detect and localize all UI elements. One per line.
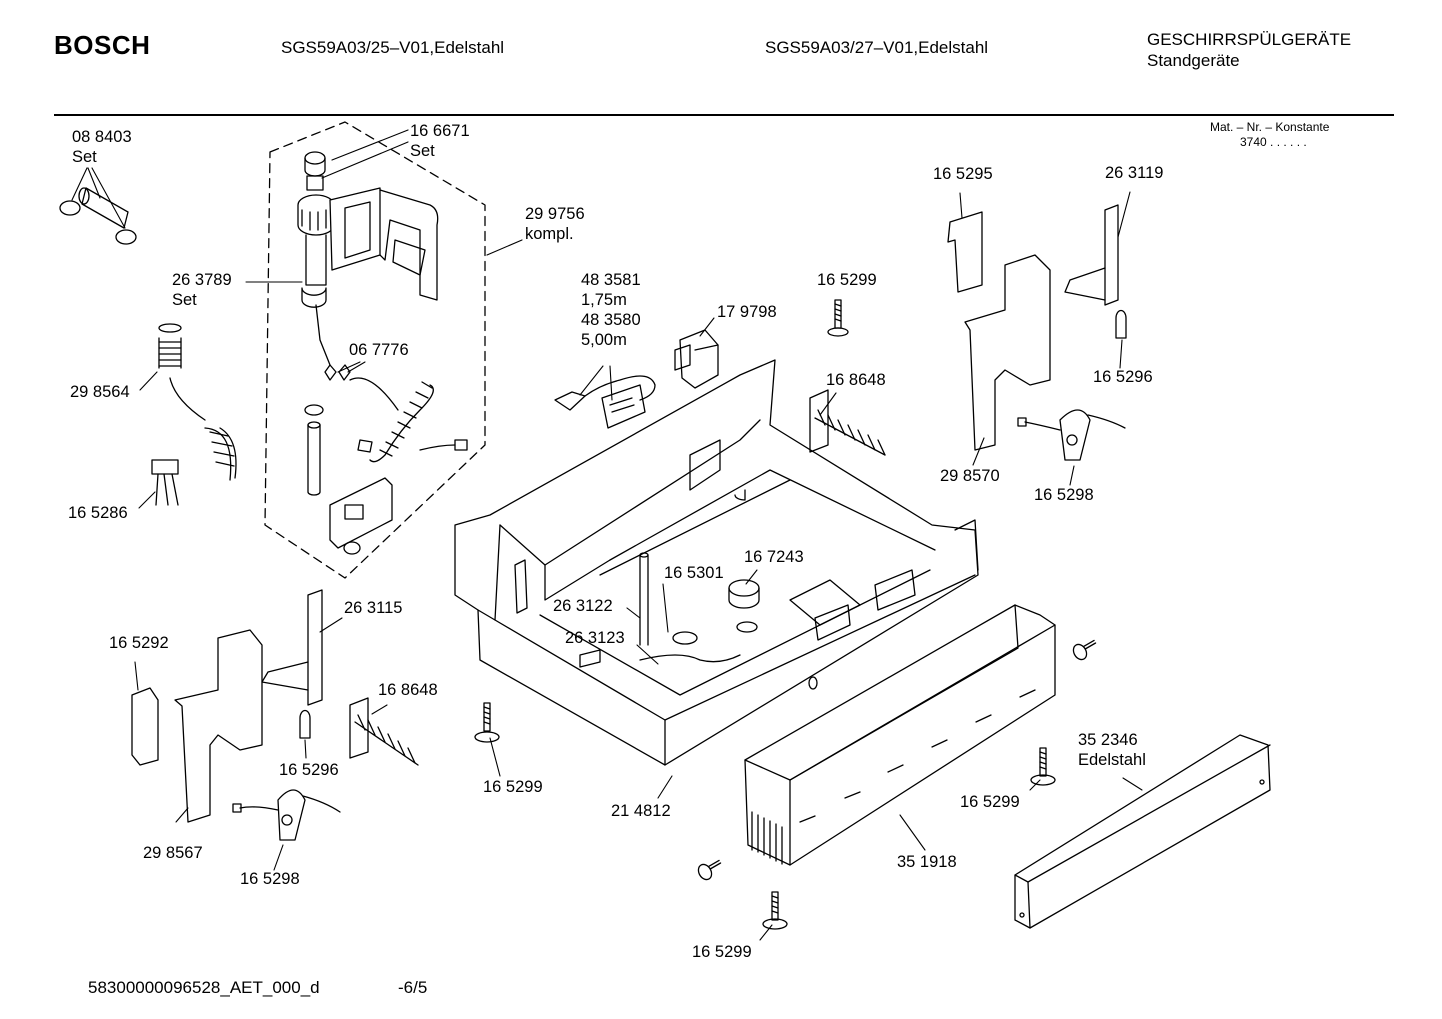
kickboard [745, 605, 1055, 865]
screw-top [828, 300, 848, 336]
material-constant-label: Mat. – Nr. – Konstante [1210, 120, 1330, 134]
screw-small-1 [1071, 636, 1100, 662]
hinge-part-left [233, 790, 340, 840]
bracket-left-cover [132, 688, 158, 765]
clip-part [152, 460, 178, 505]
valve-assembly [298, 152, 467, 554]
screw-right [1031, 748, 1055, 785]
part-label: 16 5295 [933, 165, 993, 183]
part-label: 26 3119 [1105, 164, 1164, 182]
corrugated-hose [159, 324, 236, 480]
document-id: 58300000096528_AET_000_d [88, 978, 320, 997]
part-label: 16 8648 [826, 371, 886, 389]
part-label: 16 5286 [68, 504, 128, 522]
part-label: 29 8564 [70, 383, 130, 401]
part-label: 26 3115 [344, 599, 403, 617]
part-label: 26 3122 [553, 597, 613, 615]
part-label: 16 7243 [744, 548, 804, 566]
material-constant: Mat. – Nr. – Konstante 3740 . . . . . . [1210, 120, 1329, 150]
model-right: SGS59A03/27–V01,Edelstahl [765, 38, 989, 57]
part-label: 17 9798 [717, 303, 777, 321]
base-tub [455, 360, 978, 765]
part-label: 16 5299 [960, 793, 1020, 811]
category-line1: GESCHIRRSPÜLGERÄTE [1147, 30, 1352, 49]
hinge-part-right [1018, 410, 1125, 460]
part-label: 29 8567 [143, 844, 203, 862]
bracket-left-plate [175, 630, 262, 822]
assembly-boundary-dashed [265, 122, 485, 578]
part-label: 16 5299 [483, 778, 543, 796]
part-label: 21 4812 [611, 802, 671, 820]
part-label: 26 3123 [565, 629, 625, 647]
cable [555, 376, 655, 428]
category: GESCHIRRSPÜLGERÄTE Standgeräte [1147, 29, 1351, 71]
bracket-right-hinge [1065, 205, 1126, 338]
header-rule [54, 114, 1394, 116]
part-label: 16 5292 [109, 634, 169, 652]
category-line2: Standgeräte [1147, 51, 1240, 70]
part-label: 06 7776 [349, 341, 409, 359]
stainless-panel [1015, 735, 1270, 928]
spring-hinge-right [810, 390, 885, 455]
part-label: 16 5296 [279, 761, 339, 779]
screw-bottom-left [475, 703, 499, 742]
part-label: 16 5299 [817, 271, 877, 289]
part-label: 29 8570 [940, 467, 1000, 485]
material-constant-value: 3740 . . . . . . [1240, 135, 1307, 149]
part-label: 16 8648 [378, 681, 438, 699]
screw-small-2 [696, 856, 725, 882]
bracket-left-hinge [262, 590, 322, 738]
capacitor-part [675, 330, 718, 388]
hose-set [60, 188, 136, 244]
spring-hinge-left [350, 698, 418, 765]
bracket-right-plate [965, 255, 1050, 450]
model-left: SGS59A03/25–V01,Edelstahl [281, 38, 505, 57]
part-label: 16 5296 [1093, 368, 1153, 386]
part-label: 16 5298 [240, 870, 300, 888]
page-number: -6/5 [398, 978, 428, 997]
part-label: 16 5298 [1034, 486, 1094, 504]
part-label: 16 5299 [692, 943, 752, 961]
leader-lines [72, 130, 1142, 940]
screw-bottom [763, 892, 787, 929]
part-label: 35 1918 [897, 853, 957, 871]
brand-logo: BOSCH [54, 30, 151, 60]
part-label: 16 5301 [664, 564, 724, 582]
bracket-right-top [948, 212, 982, 292]
